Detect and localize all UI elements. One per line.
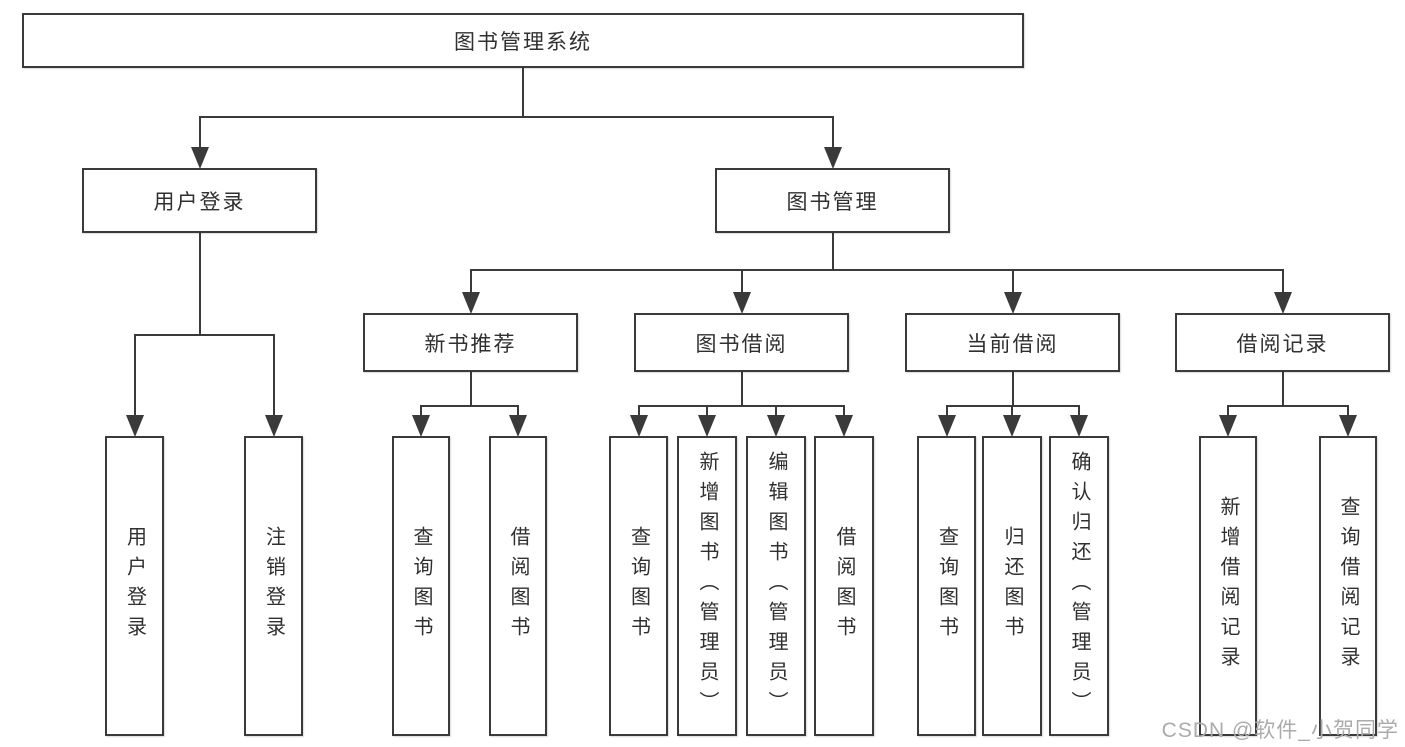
node-book-borrowing: 图书借阅 bbox=[634, 313, 849, 372]
node-new-book-recommend: 新书推荐 bbox=[363, 313, 578, 372]
arrowhead-down-icon bbox=[1339, 415, 1357, 437]
arrowhead-down-icon bbox=[698, 415, 716, 437]
node-book-management: 图书管理 bbox=[715, 168, 950, 233]
connector-bar bbox=[198, 116, 834, 118]
connector-stem bbox=[522, 68, 524, 117]
connector-stem bbox=[1281, 372, 1284, 406]
connector-drop bbox=[133, 335, 136, 434]
node-leaf-return-book: 归还图书 bbox=[982, 436, 1042, 736]
connector-drop bbox=[831, 117, 834, 166]
connector-drop bbox=[1011, 270, 1014, 311]
connector-bar bbox=[133, 334, 275, 336]
connector-stem bbox=[831, 233, 834, 270]
node-user-login: 用户登录 bbox=[82, 168, 317, 233]
connector-bar bbox=[469, 269, 1284, 271]
connector-drop bbox=[740, 270, 743, 311]
connector-bar bbox=[420, 405, 519, 407]
arrowhead-down-icon bbox=[264, 415, 283, 437]
node-leaf-edit-book-admin: 编辑图书（管理员） bbox=[746, 436, 806, 736]
arrowhead-down-icon bbox=[1219, 415, 1237, 437]
node-leaf-logout: 注销登录 bbox=[244, 436, 303, 736]
arrowhead-down-icon bbox=[509, 415, 527, 437]
connector-stem bbox=[740, 372, 743, 406]
connector-stem bbox=[1011, 372, 1014, 406]
arrowhead-down-icon bbox=[412, 415, 430, 437]
connector-drop bbox=[469, 270, 472, 311]
node-leaf-confirm-return-admin: 确认归还（管理员） bbox=[1049, 436, 1109, 736]
node-leaf-user-login: 用户登录 bbox=[105, 436, 164, 736]
arrowhead-down-icon bbox=[461, 292, 480, 314]
connector-drop bbox=[198, 117, 201, 166]
csdn-watermark: CSDN @软件_小贺同学 bbox=[1161, 719, 1399, 742]
arrowhead-down-icon bbox=[767, 415, 785, 437]
node-leaf-query-books-2: 查询图书 bbox=[609, 436, 668, 736]
arrowhead-down-icon bbox=[937, 415, 956, 437]
connector-bar bbox=[1227, 405, 1349, 407]
node-current-borrowing: 当前借阅 bbox=[905, 313, 1120, 372]
arrowhead-down-icon bbox=[1273, 292, 1292, 314]
arrowhead-down-icon bbox=[1070, 415, 1088, 437]
node-system-root: 图书管理系统 bbox=[22, 13, 1024, 68]
node-leaf-add-borrow-record: 新增借阅记录 bbox=[1199, 436, 1257, 736]
node-leaf-borrow-books-2: 借阅图书 bbox=[814, 436, 874, 736]
arrowhead-down-icon bbox=[823, 147, 842, 169]
connector-stem bbox=[198, 233, 201, 335]
connector-drop bbox=[1281, 270, 1284, 311]
arrowhead-down-icon bbox=[732, 292, 751, 314]
connector-bar bbox=[637, 405, 845, 407]
arrowhead-down-icon bbox=[125, 415, 144, 437]
node-borrowing-records: 借阅记录 bbox=[1175, 313, 1390, 372]
node-leaf-add-book-admin: 新增图书（管理员） bbox=[677, 436, 737, 736]
arrowhead-down-icon bbox=[629, 415, 648, 437]
arrowhead-down-icon bbox=[1003, 415, 1021, 437]
node-leaf-query-borrow-record: 查询借阅记录 bbox=[1319, 436, 1377, 736]
node-leaf-query-books-3: 查询图书 bbox=[917, 436, 976, 736]
node-leaf-query-books-1: 查询图书 bbox=[392, 436, 450, 736]
connector-stem bbox=[469, 372, 472, 406]
connector-drop bbox=[272, 335, 275, 434]
arrowhead-down-icon bbox=[190, 147, 209, 169]
arrowhead-down-icon bbox=[1003, 292, 1022, 314]
node-leaf-borrow-books-1: 借阅图书 bbox=[489, 436, 547, 736]
arrowhead-down-icon bbox=[835, 415, 853, 437]
